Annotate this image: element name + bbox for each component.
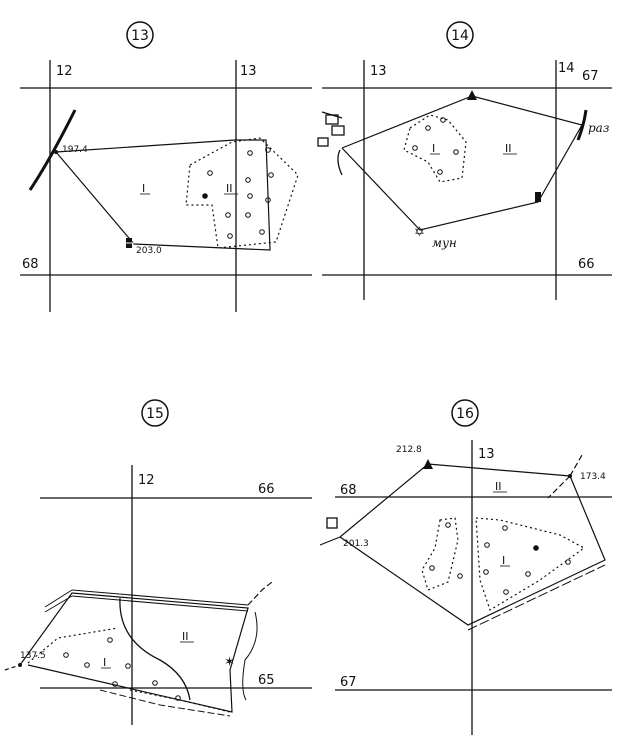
star-icon: ✶ xyxy=(224,655,235,670)
zone-boundary xyxy=(475,517,586,611)
grid-label: 68 xyxy=(22,257,39,272)
zone-label: I xyxy=(103,656,106,669)
grid-label: 13 xyxy=(370,64,387,79)
grid-label: 66 xyxy=(578,257,595,272)
zone-label: I xyxy=(142,182,145,195)
survey-point xyxy=(18,663,22,667)
grid-label: 67 xyxy=(340,675,357,690)
well-markers xyxy=(63,637,181,701)
grid-label: 14 xyxy=(558,61,575,76)
panel-15: 15 12 66 65 137.5 ✶ xyxy=(4,399,312,725)
well-icon xyxy=(535,192,541,202)
elevation-label: 173.4 xyxy=(580,472,606,482)
field-boundary xyxy=(19,592,249,713)
zone-label: II xyxy=(182,630,189,643)
grid-label: 65 xyxy=(258,673,275,688)
zone-boundary xyxy=(403,114,467,183)
road-line xyxy=(467,564,606,631)
road-line xyxy=(4,664,21,671)
field-boundary xyxy=(339,463,606,626)
title-circle xyxy=(141,399,169,427)
zone-label: II xyxy=(226,182,233,195)
road-line xyxy=(71,595,249,612)
village-icon xyxy=(317,111,345,176)
zone-boundary xyxy=(421,517,459,591)
panel-16: 16 13 68 67 212.8 173.4 201.3 xyxy=(319,399,612,735)
road-line xyxy=(547,475,571,499)
panel-title: 13 xyxy=(131,28,149,44)
field-boundary xyxy=(55,139,271,251)
grid-label: 68 xyxy=(340,483,357,498)
road-segment xyxy=(576,109,588,141)
panel-title: 16 xyxy=(456,406,474,422)
elevation-label: 201.3 xyxy=(343,539,369,549)
zone-label: II xyxy=(505,142,512,155)
elevation-label: 203.0 xyxy=(136,246,162,256)
grid-label: 13 xyxy=(240,64,257,79)
elevation-label: 197.4 xyxy=(62,145,88,155)
star-icon: ✡ xyxy=(414,225,425,240)
grid-label: 67 xyxy=(582,69,599,84)
title-circle xyxy=(126,21,154,49)
title-circle xyxy=(451,399,479,427)
grid-label: 13 xyxy=(478,447,495,462)
triangulation-icon xyxy=(467,90,477,100)
panel-title: 14 xyxy=(451,28,469,44)
elevation-label: 137.5 xyxy=(20,651,46,661)
zone-label: I xyxy=(502,554,505,567)
place-label: мун xyxy=(432,236,457,250)
road-line xyxy=(99,689,231,717)
well-icon xyxy=(124,238,134,248)
road-line xyxy=(569,454,583,477)
well-markers xyxy=(429,522,571,595)
river-line xyxy=(242,611,258,701)
triangulation-icon xyxy=(423,459,433,469)
place-label: раз xyxy=(588,121,609,135)
zone-label: I xyxy=(432,142,435,155)
river-line xyxy=(119,597,191,701)
road-line xyxy=(71,589,249,606)
zone-label: II xyxy=(495,480,502,493)
panel-14: 14 13 14 67 66 раз ✡ мун xyxy=(317,21,612,300)
road-line xyxy=(247,581,273,606)
panel-title: 15 xyxy=(146,406,164,422)
road-line xyxy=(28,109,77,191)
grid-label: 12 xyxy=(138,473,155,488)
zone-boundary xyxy=(185,137,299,249)
field-boundary xyxy=(341,95,583,231)
road-line xyxy=(44,589,73,608)
building-icon xyxy=(326,517,338,529)
grid-label: 66 xyxy=(258,482,275,497)
elevation-label: 212.8 xyxy=(396,445,422,455)
survey-point xyxy=(568,474,572,478)
zone-boundary xyxy=(129,689,231,713)
title-circle xyxy=(446,21,474,49)
well-markers xyxy=(412,117,459,175)
well-markers xyxy=(202,147,274,239)
grid-label: 12 xyxy=(56,64,73,79)
survey-point xyxy=(54,150,58,154)
panel-13: 13 12 13 68 197.4 203.0 xyxy=(20,21,312,312)
road-line xyxy=(319,536,341,546)
